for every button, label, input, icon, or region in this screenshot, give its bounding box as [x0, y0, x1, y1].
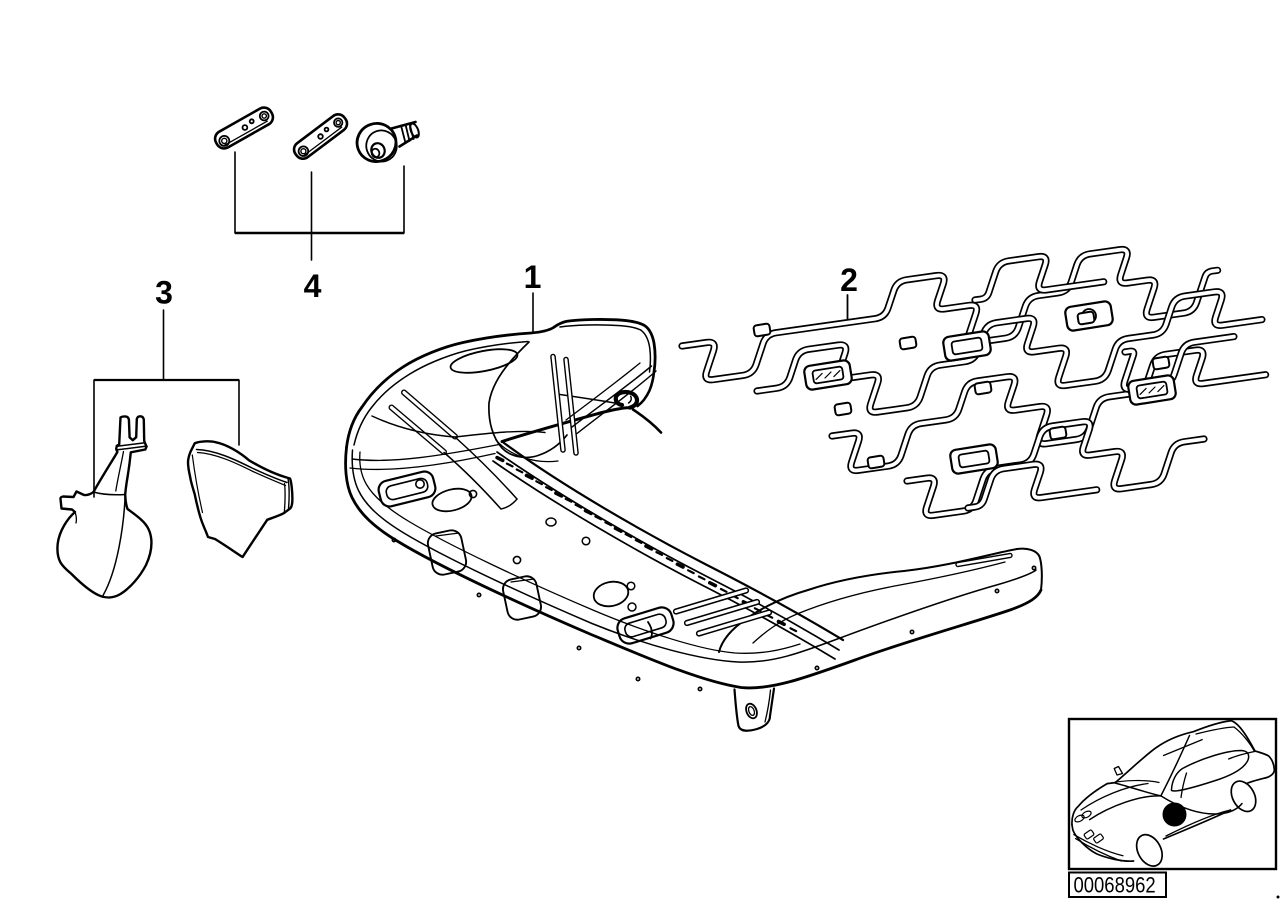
svg-text:2: 2 [840, 262, 858, 298]
svg-text:1: 1 [524, 259, 542, 295]
svg-text:4: 4 [304, 268, 322, 304]
svg-text:3: 3 [155, 275, 173, 311]
svg-text:00068962: 00068962 [1074, 874, 1156, 898]
